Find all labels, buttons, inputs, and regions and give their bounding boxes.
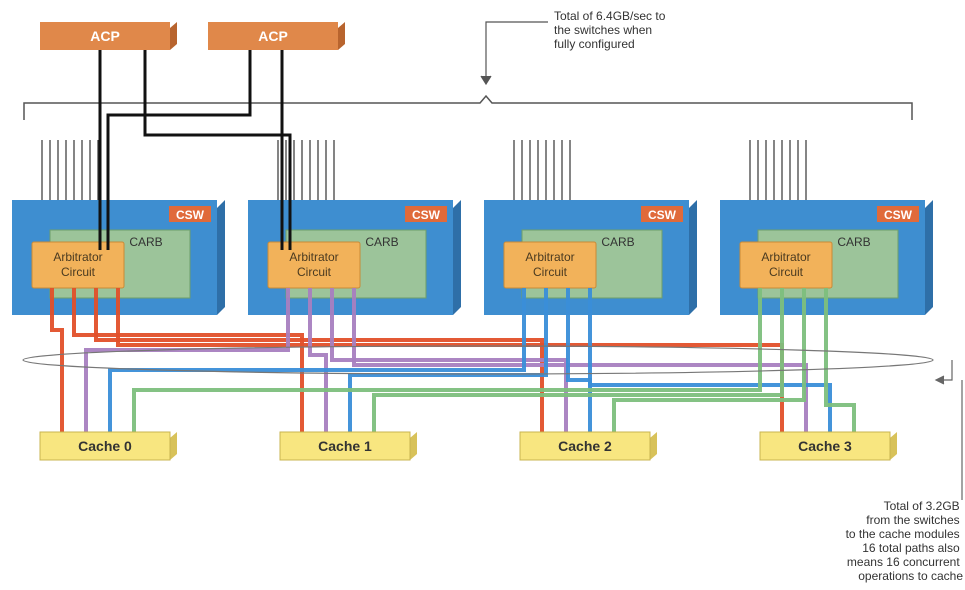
arbitrator-circuit <box>503 241 597 289</box>
carb-label: CARB <box>365 235 398 249</box>
switch-modules: CSWCARBArbitratorCircuitCSWCARBArbitrato… <box>12 200 933 315</box>
acp-label: ACP <box>90 28 120 44</box>
switch-tag-label: CSW <box>884 208 913 222</box>
acp-label: ACP <box>258 28 288 44</box>
acp-side <box>170 22 177 50</box>
arbitrator-circuit <box>31 241 125 289</box>
cache-label: Cache 3 <box>798 438 852 454</box>
switch-tag <box>641 206 683 222</box>
arbitrator-label: Circuit <box>297 265 332 279</box>
cache-path <box>588 288 832 432</box>
bottom-callout-arrow <box>934 360 963 500</box>
cache-path <box>372 288 784 432</box>
cache-side <box>650 432 657 460</box>
cache-label: Cache 0 <box>78 438 132 454</box>
acp-wire <box>106 50 252 250</box>
top-note: Total of 6.4GB/sec to the switches when … <box>554 9 669 51</box>
cache-path <box>308 288 328 432</box>
arbitrator-label: Circuit <box>61 265 96 279</box>
carb-label: CARB <box>837 235 870 249</box>
cache-path <box>84 288 290 432</box>
acp-modules: ACP ACP <box>40 22 345 50</box>
carb-label: CARB <box>129 235 162 249</box>
arbitrator-label: Arbitrator <box>289 250 338 264</box>
arbitrator-label: Circuit <box>533 265 568 279</box>
arbitrator-label: Arbitrator <box>53 250 102 264</box>
acp-body <box>208 22 338 50</box>
switch-side <box>453 200 461 315</box>
bottom-note: Total of 3.2GB from the switches to the … <box>846 499 964 583</box>
switch-side <box>689 200 697 315</box>
top-note-line: fully configured <box>554 37 635 51</box>
acp-module: ACP <box>208 22 345 50</box>
cache-side <box>890 432 897 460</box>
cache-path <box>612 288 806 432</box>
cache-body <box>759 431 891 461</box>
cache-body <box>279 431 411 461</box>
switch-tag-label: CSW <box>648 208 677 222</box>
cache-module: Cache 0 <box>39 431 177 461</box>
acp-wire <box>143 50 292 250</box>
cache-path <box>566 288 592 432</box>
cache-module: Cache 2 <box>519 431 657 461</box>
arbitrator-label: Arbitrator <box>761 250 810 264</box>
cache-path <box>108 288 526 432</box>
arbitrator-label: Arbitrator <box>525 250 574 264</box>
bus-ellipse <box>22 345 934 375</box>
arbitrator-circuit <box>267 241 361 289</box>
cache-module: Cache 3 <box>759 431 897 461</box>
switch-tag-label: CSW <box>176 208 205 222</box>
bottom-note-line: to the cache modules <box>846 527 960 541</box>
top-bracket <box>23 94 913 120</box>
switch-side <box>217 200 225 315</box>
cache-path <box>348 288 548 432</box>
acp-module: ACP <box>40 22 177 50</box>
bottom-note-line: 16 total paths also <box>862 541 960 555</box>
cache-side <box>410 432 417 460</box>
acp-side <box>338 22 345 50</box>
arbitrator-circuit <box>739 241 833 289</box>
arbitrator-label: Circuit <box>769 265 804 279</box>
cache-paths <box>50 288 856 432</box>
cache-side <box>170 432 177 460</box>
switch-tag <box>169 206 211 222</box>
cache-module: Cache 1 <box>279 431 417 461</box>
cache-path <box>50 288 64 432</box>
cache-body <box>39 431 171 461</box>
cache-label: Cache 1 <box>318 438 372 454</box>
top-note-line: the switches when <box>554 23 652 37</box>
top-callout-arrow <box>480 21 548 86</box>
switch-side <box>925 200 933 315</box>
cache-path <box>132 288 762 432</box>
acp-body <box>40 22 170 50</box>
cache-body <box>519 431 651 461</box>
carb-label: CARB <box>601 235 634 249</box>
cache-modules: Cache 0 Cache 1 Cache 2 Cache 3 <box>39 431 897 461</box>
acp-wires <box>98 50 292 250</box>
cache-path <box>72 288 304 432</box>
bottom-note-line: means 16 concurrent <box>847 555 960 569</box>
switch-tag <box>405 206 447 222</box>
top-note-line: Total of 6.4GB/sec to <box>554 9 666 23</box>
cache-path <box>94 288 544 432</box>
bottom-note-line: operations to cache <box>858 569 963 583</box>
switch-tag <box>877 206 919 222</box>
bottom-note-line: from the switches <box>866 513 959 527</box>
cache-path <box>824 288 856 432</box>
switch-tag-label: CSW <box>412 208 441 222</box>
cache-label: Cache 2 <box>558 438 612 454</box>
bottom-note-line: Total of 3.2GB <box>884 499 960 513</box>
